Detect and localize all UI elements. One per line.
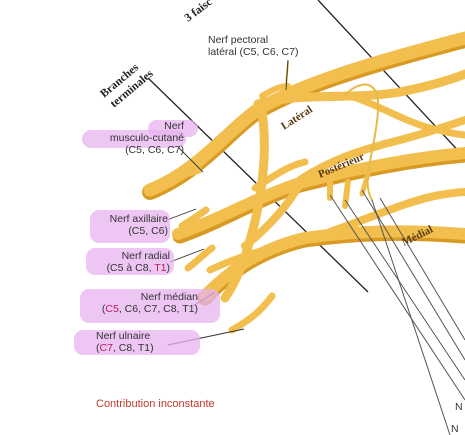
median-label: Nerf médian (C5, C6, C7, C8, T1)	[101, 291, 198, 315]
highlight-radial	[86, 248, 174, 275]
nerve-bundle	[143, 31, 465, 334]
highlight-ulnaire	[74, 330, 200, 355]
pectoral-label: Nerf pectoral latéral (C5, C6, C7)	[208, 34, 299, 58]
inconstant-root: C5	[105, 303, 119, 315]
inconstant-root: T1	[154, 262, 167, 274]
thin-gray-nerves	[329, 189, 465, 435]
ulnaire-label: Nerf ulnaire (C7, C8, T1)	[96, 330, 154, 354]
highlight-musculo-line2	[82, 130, 186, 148]
edge-label-2: N	[451, 423, 459, 435]
musculo-cutane-label: Nerf musculo-cutané (C5, C6, C7)	[109, 120, 184, 156]
highlight-median	[80, 289, 220, 323]
axillaire-label: Nerf axillaire (C5, C6)	[109, 213, 168, 237]
inconstant-root: C7	[99, 342, 113, 354]
legend-inconstant-contribution: Contribution inconstante	[96, 398, 215, 410]
cord-label-lateral: Latéral	[279, 103, 315, 132]
highlight-axillaire	[90, 210, 170, 243]
faisceaux-header: 3 faisc	[183, 0, 215, 24]
radial-label: Nerf radial (C5 à C8, T1)	[106, 250, 170, 274]
edge-label-1: N	[455, 401, 463, 413]
medial-cord	[199, 225, 465, 302]
